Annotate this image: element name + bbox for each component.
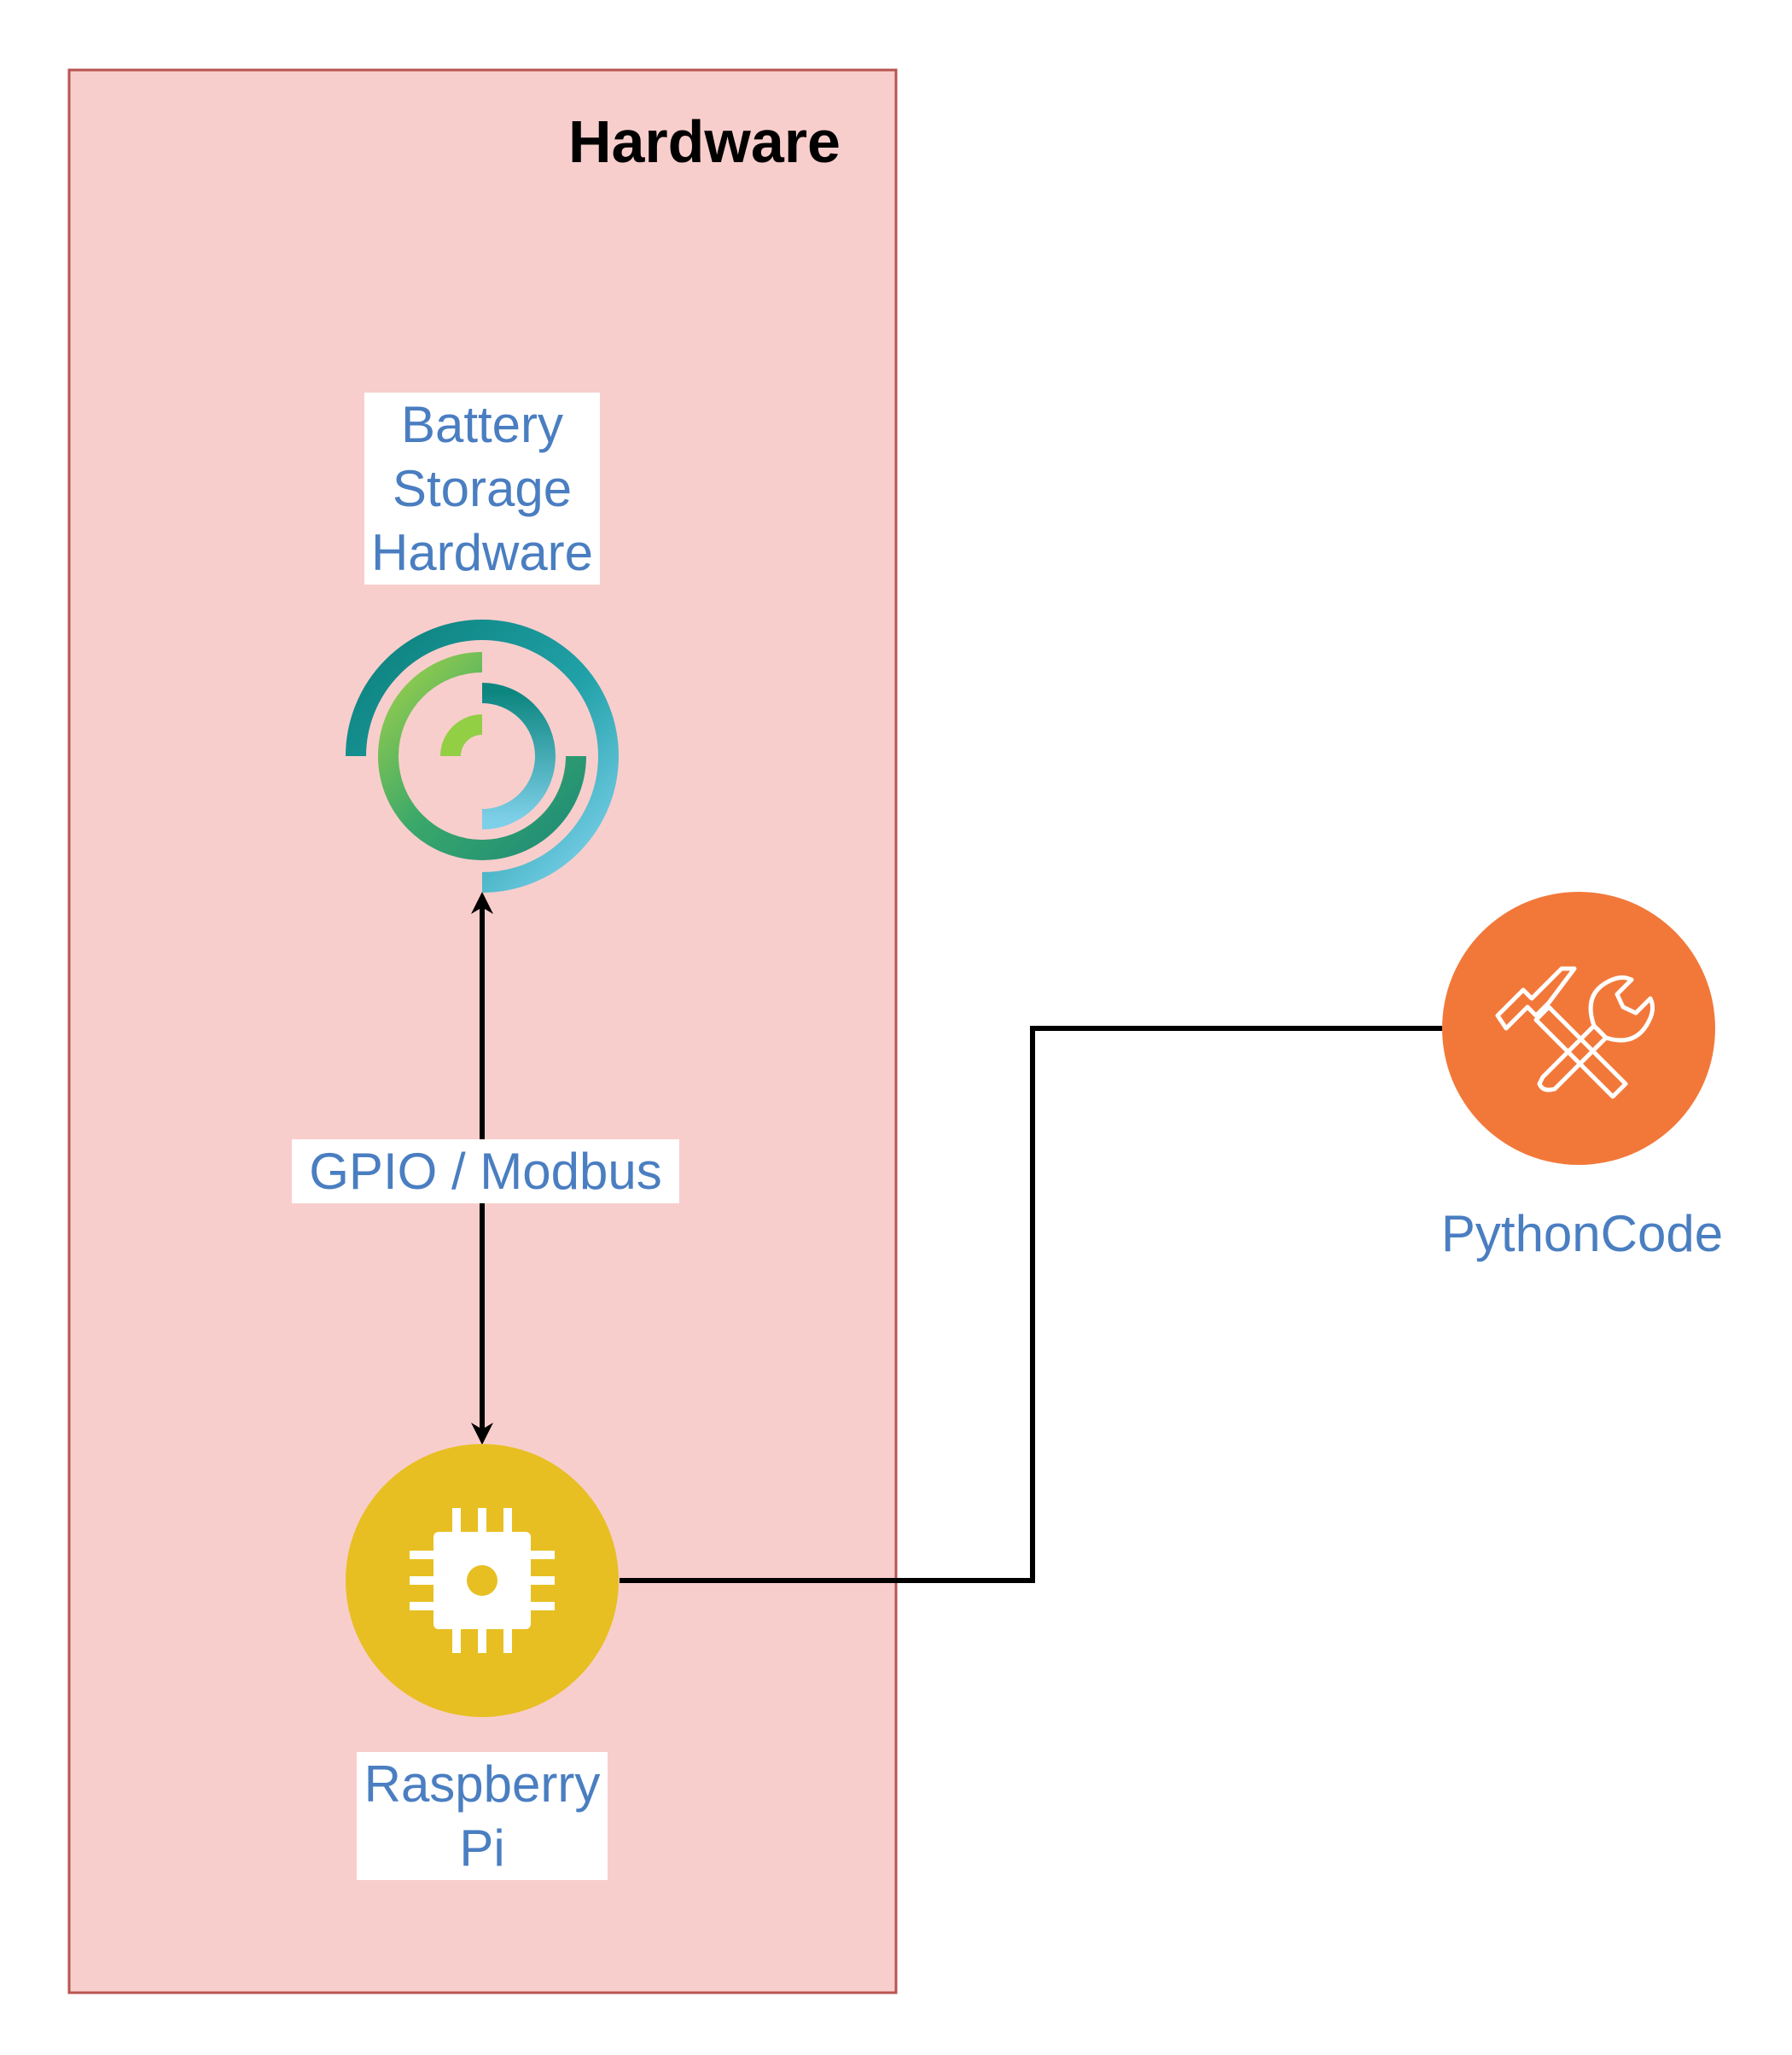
battery-storage-icon[interactable] bbox=[346, 620, 619, 893]
pi-to-python-connector[interactable] bbox=[620, 1026, 1442, 1583]
raspberry-pi-node[interactable] bbox=[346, 1444, 619, 1717]
battery-storage-label: Battery Storage Hardware bbox=[364, 393, 600, 585]
python-code-label: PythonCode bbox=[1440, 1205, 1724, 1262]
chip-icon bbox=[410, 1508, 555, 1653]
edge-label-gpio-modbus: GPIO / Modbus bbox=[292, 1139, 679, 1203]
hardware-group-title: Hardware bbox=[568, 108, 841, 175]
tools-icon bbox=[1495, 966, 1655, 1099]
python-code-node[interactable] bbox=[1442, 892, 1715, 1165]
raspberry-pi-label: Raspberry Pi bbox=[357, 1752, 608, 1880]
